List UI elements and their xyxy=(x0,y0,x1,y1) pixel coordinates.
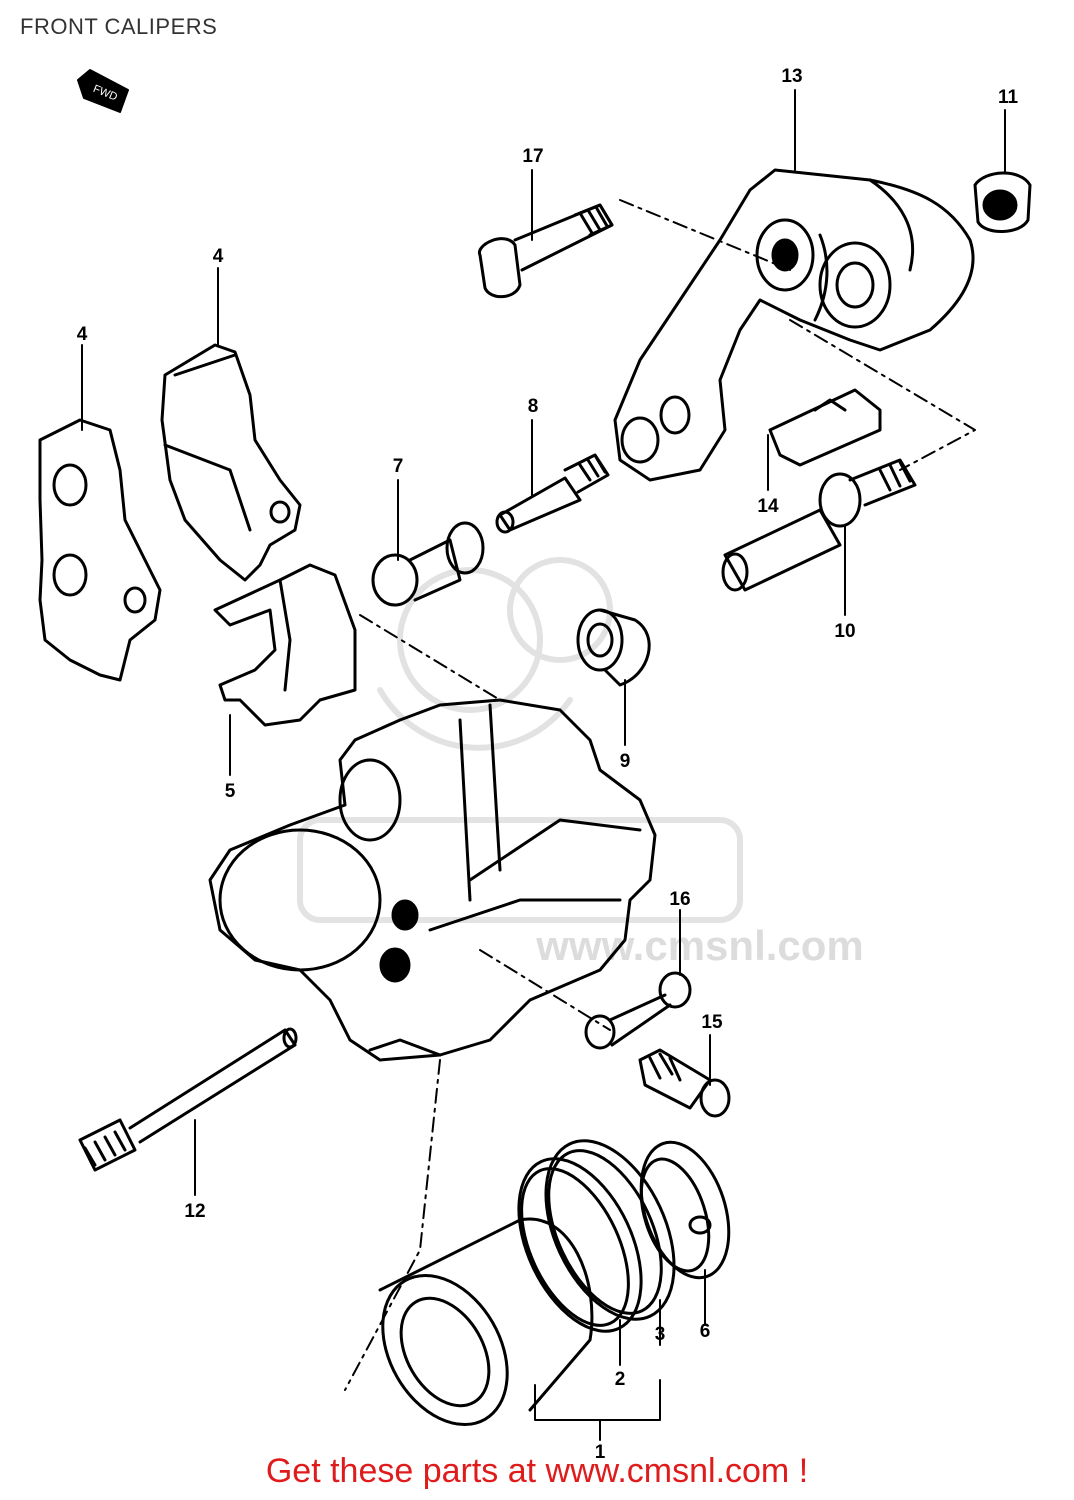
assembly-guide-lines xyxy=(344,199,976,1391)
dust-seal-part-6[interactable] xyxy=(625,1131,744,1289)
boot-cap-part-11[interactable] xyxy=(973,171,1032,233)
pad-shim-part-4[interactable] xyxy=(38,418,162,682)
slide-pin-part-8[interactable] xyxy=(495,453,610,534)
part-label-8: 8 xyxy=(528,396,539,417)
part-label-4-shim: 4 xyxy=(77,324,88,345)
piston-part-1[interactable] xyxy=(357,1217,594,1447)
part-label-15: 15 xyxy=(701,1012,723,1033)
get-parts-link[interactable]: Get these parts at www.cmsnl.com ! xyxy=(265,1452,809,1490)
part-label-17: 17 xyxy=(522,146,543,167)
pin-bolt-part-12[interactable] xyxy=(78,1027,298,1172)
diagram-title: FRONT CALIPERS xyxy=(20,14,218,39)
piston-seal-part-2[interactable] xyxy=(494,1140,666,1351)
part-label-3: 3 xyxy=(655,1324,666,1345)
slide-pin-part-10[interactable] xyxy=(721,458,917,592)
brake-pad-part-4[interactable] xyxy=(160,343,302,582)
watermark-url: www.cmsnl.com xyxy=(535,922,864,969)
part-label-12: 12 xyxy=(184,1201,205,1222)
part-label-1: 1 xyxy=(595,1442,606,1463)
pad-spring-part-14[interactable] xyxy=(768,388,882,467)
part-label-13: 13 xyxy=(781,66,802,87)
part-label-2: 2 xyxy=(615,1369,626,1390)
pin-boot-part-7[interactable] xyxy=(371,521,485,607)
part-label-11: 11 xyxy=(998,87,1019,108)
washer-part-16[interactable] xyxy=(584,971,692,1050)
caliper-bracket-part-13[interactable] xyxy=(613,168,975,482)
part-label-16: 16 xyxy=(669,889,690,910)
bolt-part-17[interactable] xyxy=(478,203,614,299)
part-label-10: 10 xyxy=(834,621,855,642)
part-label-14: 14 xyxy=(757,496,779,517)
part-label-9: 9 xyxy=(620,751,631,772)
leader-lines xyxy=(81,89,1006,1441)
part-label-6: 6 xyxy=(700,1321,711,1342)
front-arrow-icon: FWD xyxy=(77,69,129,113)
pad-retainer-part-5[interactable] xyxy=(213,563,357,727)
bleeder-valve-part-15[interactable] xyxy=(638,1048,731,1118)
seal-ring-part-3[interactable] xyxy=(520,1121,700,1340)
pin-seal-part-9[interactable] xyxy=(576,608,651,687)
part-label-4-pad: 4 xyxy=(213,246,224,267)
part-label-7: 7 xyxy=(393,456,404,477)
part-label-5: 5 xyxy=(225,781,236,802)
caliper-body[interactable] xyxy=(208,698,657,1062)
watermark xyxy=(297,557,743,923)
